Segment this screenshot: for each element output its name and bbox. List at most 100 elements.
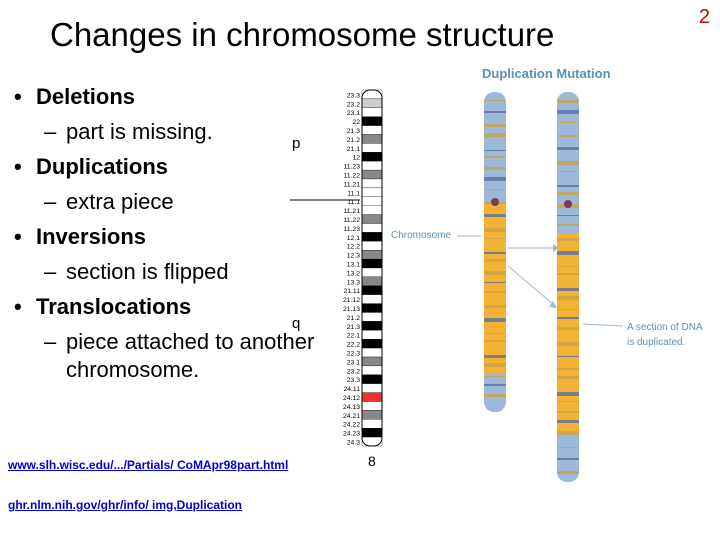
chromosome-stripe	[484, 340, 506, 342]
chromosome-stripe	[484, 363, 506, 367]
chromosome-stripe	[557, 296, 579, 300]
ideogram-band	[361, 392, 383, 402]
chromosome-stripe	[484, 189, 506, 190]
chromosome-stripe	[484, 111, 506, 113]
arrow-straight-head	[553, 244, 559, 252]
chromosome-stripe	[557, 411, 579, 413]
chromosome-stripe	[484, 252, 506, 254]
chromosome-number: 8	[368, 453, 376, 469]
chromosome-stripe	[484, 167, 506, 170]
chromosome-stripe	[557, 251, 579, 255]
chromosome-stripe	[484, 177, 506, 181]
original-bands	[484, 100, 506, 397]
duplicated-orange-section	[557, 234, 579, 434]
ideogram-band-label: 13.2	[347, 270, 360, 277]
ideogram-band	[361, 116, 383, 126]
duplication-figure: Duplication Mutation Chromosome A sectio…	[391, 66, 703, 482]
chromosome-stripe	[557, 288, 579, 291]
note-line-2: is duplicated.	[627, 337, 685, 348]
chromosome-stripe	[557, 147, 579, 150]
ideogram-band	[361, 125, 383, 135]
ideogram-band-label: 21.12	[343, 297, 360, 304]
chromosome-stripe	[484, 228, 506, 232]
bullet-translocations: Translocations	[14, 294, 344, 320]
ideogram-band	[361, 232, 383, 242]
ideogram-band	[361, 276, 383, 286]
ideogram-bands: 23.323.223.12221.321.221.11211.2311.2211…	[343, 89, 383, 447]
ideogram-band-label: 24.11	[343, 386, 360, 393]
ideogram-band	[361, 330, 383, 340]
chromosome-stripe	[557, 431, 579, 435]
chromosome-stripe	[557, 171, 579, 172]
ideogram-band	[361, 374, 383, 384]
ideogram-band	[361, 250, 383, 260]
ideogram-band	[361, 321, 383, 331]
chromosome-stripe	[484, 333, 506, 334]
ideogram-band	[361, 365, 383, 375]
chromosome-stripe	[484, 124, 506, 127]
sub-bullet-translocations: piece attached to another chromosome.	[14, 328, 344, 384]
chromosome-stripe	[557, 238, 579, 241]
ideogram-band	[361, 161, 383, 171]
figure-title: Duplication Mutation	[482, 66, 611, 81]
chromosome-stripe	[484, 384, 506, 386]
chromosome-stripe	[484, 238, 506, 239]
chromosome-stripe	[484, 291, 506, 293]
bullet-inversions: Inversions	[14, 224, 344, 250]
ideogram-band-label: 22.2	[347, 342, 360, 349]
chromosome-stripe	[557, 135, 579, 137]
ideogram-outline	[361, 89, 383, 447]
ideogram-band	[361, 241, 383, 251]
chromosome-stripe	[484, 100, 506, 101]
ideogram-band	[361, 347, 383, 358]
ideogram-band	[361, 196, 383, 206]
chromosome-stripe	[557, 327, 579, 330]
ideogram-band	[361, 152, 383, 162]
chromosome-stripe	[557, 100, 579, 103]
ideogram-band-label: 24.12	[343, 395, 360, 402]
sub-bullet-inversions: section is flipped	[14, 258, 344, 286]
ideogram-band	[361, 258, 383, 269]
arrow-diagonal	[507, 265, 554, 305]
ideogram-band-label: 24.21	[343, 413, 360, 420]
chromosome-stripe	[557, 368, 579, 370]
ideogram-band	[361, 312, 383, 322]
ideogram-band-label: 23.2	[347, 101, 360, 108]
chromosome-stripe	[557, 420, 579, 423]
ideogram-band-label: 11.22	[343, 217, 360, 224]
ideogram-band-label: 21.3	[347, 128, 360, 135]
ideogram-band-label: 12.2	[347, 244, 360, 251]
ideogram-band	[361, 205, 383, 215]
chromosome-stripe	[557, 471, 579, 474]
arrow-diagonal-head	[549, 301, 557, 308]
duplicated-centromere	[564, 200, 572, 208]
ideogram-band-label: 24.3	[347, 440, 360, 447]
ideogram-band-label: 21.2	[347, 315, 360, 322]
ideogram-band-label: 21.3	[347, 324, 360, 331]
chromosome-stripe	[557, 447, 579, 448]
chromosome-stripe	[484, 318, 506, 322]
bullet-list: Deletions part is missing. Duplications …	[14, 84, 344, 392]
chromosome-stripe	[484, 156, 506, 158]
chromosome-stripe	[557, 224, 579, 226]
ideogram-band	[361, 143, 383, 153]
ideogram-band-label: 21.1	[347, 146, 360, 153]
ideogram-band-label: 11.1	[347, 199, 360, 206]
chromosome-stripe	[484, 259, 506, 262]
ideogram-band	[361, 401, 383, 411]
ideogram-band-label: 22.3	[347, 351, 360, 358]
chromosome-stripe	[484, 305, 506, 308]
slide-title: Changes in chromosome structure	[50, 16, 555, 53]
chromosome-stripe	[557, 273, 579, 275]
chromosome-stripe	[484, 282, 506, 283]
chromosome-stripe	[484, 271, 506, 275]
chromosome-stripe	[484, 376, 506, 377]
chromosome-stripe	[557, 458, 579, 460]
chromosome-stripe	[557, 161, 579, 165]
source-link-ghr[interactable]: ghr.nlm.nih.gov/ghr/info/ img,Duplicatio…	[8, 498, 242, 512]
ideogram-band	[361, 410, 383, 420]
chromosome-stripe	[484, 394, 506, 397]
ideogram-band-label: 21.13	[343, 306, 360, 313]
source-link-slh[interactable]: www.slh.wisc.edu/.../Partials/ CoMApr98p…	[8, 458, 289, 472]
ideogram-band	[361, 107, 383, 117]
